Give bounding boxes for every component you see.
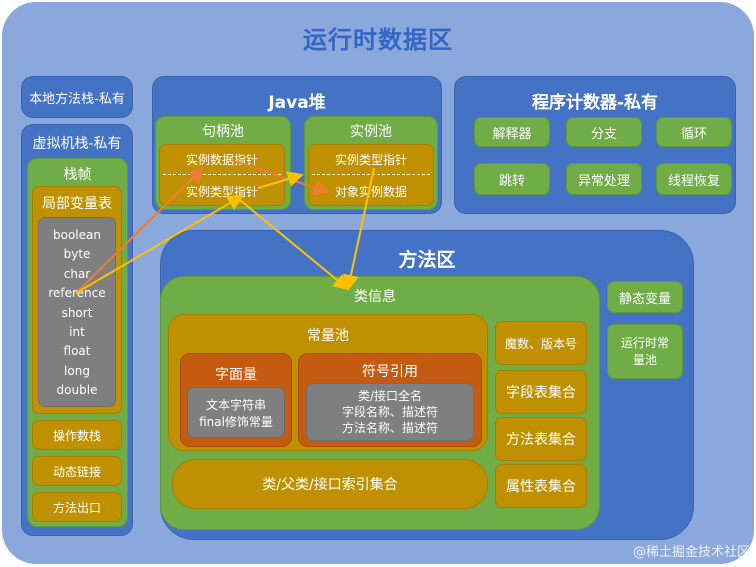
- diagram-title: 运行时数据区: [303, 26, 453, 54]
- handle-pool-box: [159, 144, 285, 206]
- variable-type-byte: byte: [63, 247, 91, 262]
- handle-pool-title: 句柄池: [202, 124, 244, 140]
- runtime-constant-pool-line1: 运行时常: [620, 336, 669, 350]
- magic-number-version: 魔数、版本号: [495, 321, 587, 365]
- type-pointer-to-class-info-arrow: [239, 199, 350, 291]
- java-heap-title: Java堆: [268, 93, 326, 113]
- pc-branch: 分支: [566, 117, 642, 147]
- pc-exception-handling: 异常处理: [566, 163, 642, 195]
- field-table-set: 字段表集合: [495, 370, 587, 414]
- literal-text-string: 文本字符串: [205, 398, 266, 412]
- variable-type-char: char: [63, 266, 91, 281]
- class-index-set: 类/父类/接口索引集合: [172, 459, 488, 509]
- reference-to-handle-arrow: [75, 166, 205, 294]
- symbolic-reference-content: 类/接口全名 字段名称、描述符 方法名称、描述符: [306, 383, 474, 441]
- stack-frame-title: 栈帧: [63, 167, 92, 183]
- pc-thread-resume: 线程恢复: [656, 163, 732, 195]
- literal-title: 字面量: [215, 367, 257, 383]
- static-variables: 静态变量: [607, 281, 683, 313]
- native-method-stack: 本地方法栈-私有: [21, 76, 133, 118]
- data-pointer-to-object-arrow: [230, 159, 330, 196]
- watermark: @稀土掘金技术社区: [632, 545, 750, 560]
- method-table-set: 方法表集合: [495, 417, 587, 461]
- instance-type-pointer-2: 实例类型指针: [334, 153, 407, 167]
- operand-stack: 操作数栈: [32, 420, 122, 450]
- pc-jump: 跳转: [474, 163, 550, 195]
- variable-type-list: booleanbytecharreferenceshortintfloatlon…: [38, 217, 116, 407]
- pc-loop: 循环: [656, 117, 732, 147]
- variable-type-float: float: [63, 344, 91, 359]
- class-info-title: 类信息: [354, 289, 396, 305]
- variable-type-boolean: boolean: [53, 228, 101, 242]
- type-pointer-to-instance-arrow: [257, 171, 304, 189]
- runtime-constant-pool: 运行时常 量池: [607, 324, 683, 379]
- literal-content: 文本字符串 final修饰常量: [187, 387, 285, 438]
- method-return-address: 方法出口: [32, 492, 122, 522]
- instance-pool-box: [308, 144, 434, 206]
- symbolic-field-descriptor: 字段名称、描述符: [341, 405, 438, 419]
- object-instance-data: 对象实例数据: [334, 185, 407, 199]
- vm-stack-title: 虚拟机栈-私有: [32, 136, 122, 152]
- constant-pool-title: 常量池: [307, 328, 349, 344]
- dynamic-linking: 动态链接: [32, 456, 122, 486]
- instance-divider: [312, 174, 430, 175]
- handle-divider: [163, 174, 281, 175]
- symbolic-method-descriptor: 方法名称、描述符: [341, 421, 438, 435]
- program-counter-title: 程序计数器-私有: [531, 93, 659, 113]
- pc-interpreter: 解释器: [474, 117, 550, 147]
- variable-type-double: double: [56, 383, 98, 397]
- literal-final-constant: final修饰常量: [199, 415, 273, 429]
- variable-type-int: int: [69, 324, 85, 339]
- symbolic-reference-title: 符号引用: [362, 364, 418, 380]
- local-variable-table-title: 局部变量表: [42, 196, 112, 212]
- method-area-title: 方法区: [398, 249, 456, 271]
- instance-pool-title: 实例池: [350, 124, 392, 140]
- symbolic-class-name: 类/接口全名: [357, 389, 423, 403]
- runtime-constant-pool-line2: 量池: [632, 353, 657, 367]
- variable-type-short: short: [61, 305, 93, 320]
- variable-type-long: long: [64, 363, 90, 378]
- instance-type-to-class-info-arrow: [343, 167, 375, 291]
- reference-to-type-pointer-arrow: [75, 194, 244, 294]
- attribute-table-set: 属性表集合: [495, 464, 587, 508]
